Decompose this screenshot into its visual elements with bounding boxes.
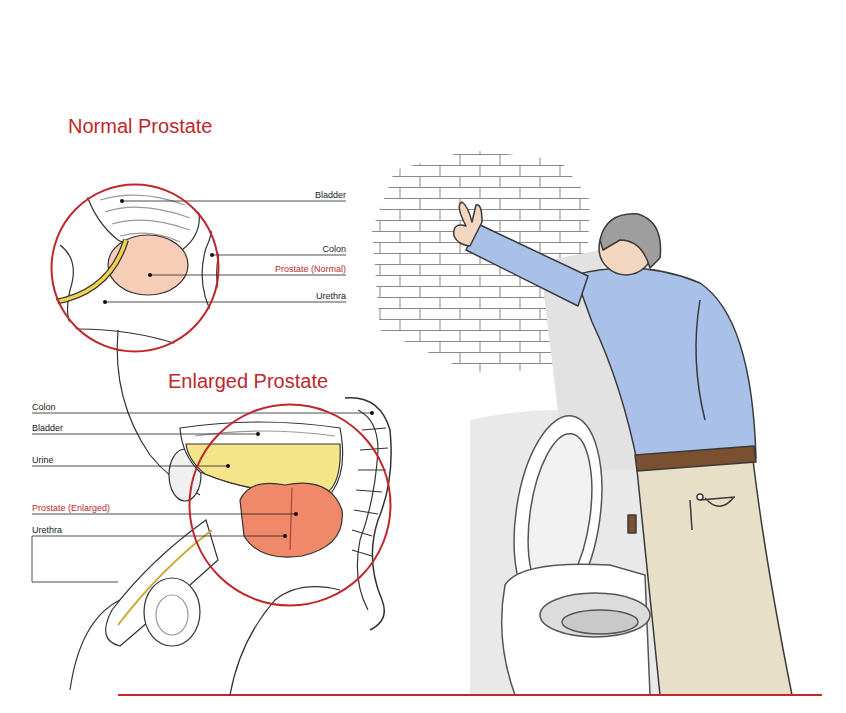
leader-lines-part bbox=[103, 199, 374, 538]
man-figure-part bbox=[466, 224, 588, 306]
callout-circle: Enlarged Prostate bbox=[188, 403, 392, 607]
enlarged-anatomy-part bbox=[230, 587, 340, 695]
leader-lines-part-part bbox=[120, 199, 124, 203]
part-label: Bladder bbox=[315, 190, 346, 200]
leader-lines-part-part bbox=[370, 411, 374, 415]
enlarged-anatomy-part bbox=[240, 483, 342, 557]
section-heading: Enlarged Prostate bbox=[168, 370, 328, 393]
normal-anatomy-part bbox=[55, 240, 126, 302]
man-figure-part bbox=[696, 300, 705, 420]
enlarged-anatomy-part bbox=[195, 431, 335, 436]
enlarged-anatomy-part bbox=[290, 488, 292, 550]
part-label: Urethra bbox=[32, 525, 62, 535]
enlarged-anatomy-part bbox=[180, 422, 343, 493]
enlarged-anatomy-part bbox=[345, 398, 391, 630]
enlarged-anatomy-part bbox=[156, 595, 188, 635]
circle-outline bbox=[188, 403, 392, 607]
enlarged-anatomy-part bbox=[144, 578, 200, 646]
toilet bbox=[502, 410, 650, 695]
man-figure-part bbox=[637, 460, 792, 695]
leader-lines-part-part bbox=[283, 534, 287, 538]
part-label: Bladder bbox=[32, 423, 63, 433]
toilet-part bbox=[562, 610, 638, 634]
man-figure-part bbox=[697, 494, 703, 500]
normal-anatomy-part bbox=[108, 235, 188, 295]
leader-lines-part-part bbox=[226, 464, 230, 468]
circle-outline bbox=[50, 183, 220, 353]
base-line bbox=[118, 694, 822, 696]
circle-ring bbox=[190, 405, 391, 606]
man-figure-part bbox=[628, 515, 636, 533]
leader-lines-part-part bbox=[148, 273, 152, 277]
leader-lines-part bbox=[105, 201, 346, 302]
part-label: Prostate (Normal) bbox=[275, 264, 346, 274]
leader-lines-part bbox=[32, 413, 372, 582]
part-label: Colon bbox=[32, 402, 56, 412]
normal-anatomy-part bbox=[50, 329, 180, 345]
enlarged-anatomy bbox=[70, 330, 391, 695]
section-heading: Normal Prostate bbox=[68, 115, 213, 138]
callout-circle: Normal Prostate bbox=[50, 183, 220, 353]
leader-lines bbox=[32, 199, 374, 582]
man-figure-part bbox=[454, 202, 482, 246]
enlarged-anatomy-part bbox=[106, 520, 218, 646]
part-label: Prostate (Enlarged) bbox=[32, 503, 110, 513]
leader-lines-part-part bbox=[256, 432, 260, 436]
part-label: Urine bbox=[32, 455, 54, 465]
leader-lines-part-part bbox=[103, 300, 107, 304]
normal-anatomy-part bbox=[55, 240, 126, 302]
man-figure-part bbox=[600, 214, 661, 268]
man-figure bbox=[454, 202, 792, 695]
part-label: Colon bbox=[322, 244, 346, 254]
part-label: Urethra bbox=[316, 291, 346, 301]
normal-anatomy-part bbox=[45, 180, 225, 360]
man-figure-part bbox=[700, 497, 735, 506]
man-figure-part bbox=[635, 446, 756, 471]
man-figure-part bbox=[690, 500, 692, 530]
toilet-part bbox=[540, 593, 650, 637]
normal-anatomy bbox=[45, 180, 230, 360]
leader-lines-part-part bbox=[294, 512, 298, 516]
man-figure-part bbox=[575, 268, 756, 466]
circle-ring bbox=[52, 185, 219, 352]
leader-lines-part-part bbox=[210, 253, 214, 257]
toilet-part bbox=[502, 564, 650, 695]
enlarged-anatomy-part bbox=[352, 428, 388, 556]
